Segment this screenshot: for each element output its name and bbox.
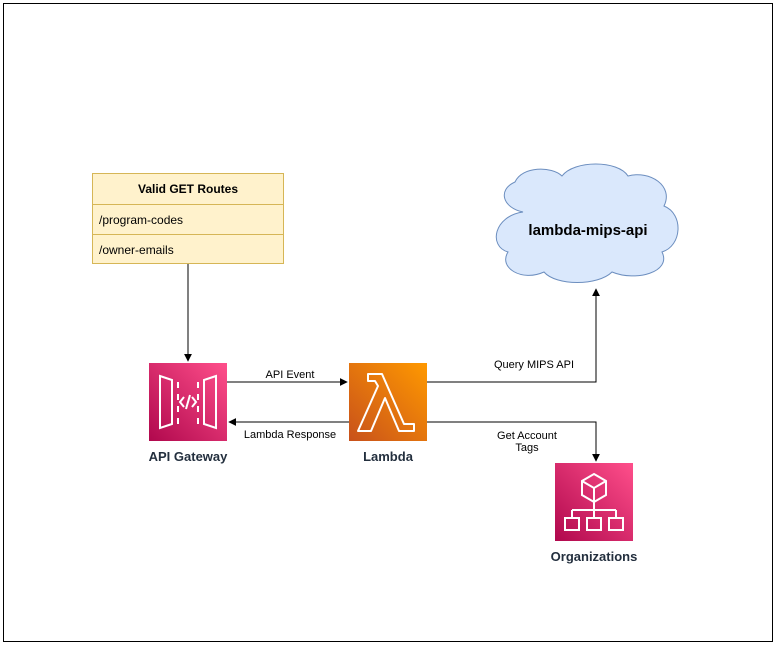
edge-label-query-mips: Query MIPS API <box>488 359 580 371</box>
diagram-frame <box>3 3 773 642</box>
organizations-icon[interactable] <box>555 463 633 541</box>
edge-get-tags <box>427 421 600 462</box>
edge-label-get-tags: Get Account Tags <box>488 430 566 454</box>
edge-query-mips <box>427 288 600 383</box>
lambda-label: Lambda <box>363 449 413 464</box>
routes-header: Valid GET Routes <box>93 174 283 205</box>
edge-label-api-event: API Event <box>258 369 322 381</box>
lambda-icon[interactable] <box>349 363 427 441</box>
edge-label-lambda-response: Lambda Response <box>241 429 339 441</box>
route-item-owner-emails: /owner-emails <box>99 243 174 257</box>
valid-routes-box[interactable]: Valid GET Routes /program-codes /owner-e… <box>92 173 284 264</box>
cloud-shape[interactable] <box>495 163 679 283</box>
organizations-label: Organizations <box>550 549 638 564</box>
api-gateway-icon[interactable] <box>149 363 227 441</box>
route-item-program-codes: /program-codes <box>93 205 283 235</box>
cloud-label: lambda-mips-api <box>528 222 648 239</box>
api-gateway-label: API Gateway <box>148 449 228 464</box>
